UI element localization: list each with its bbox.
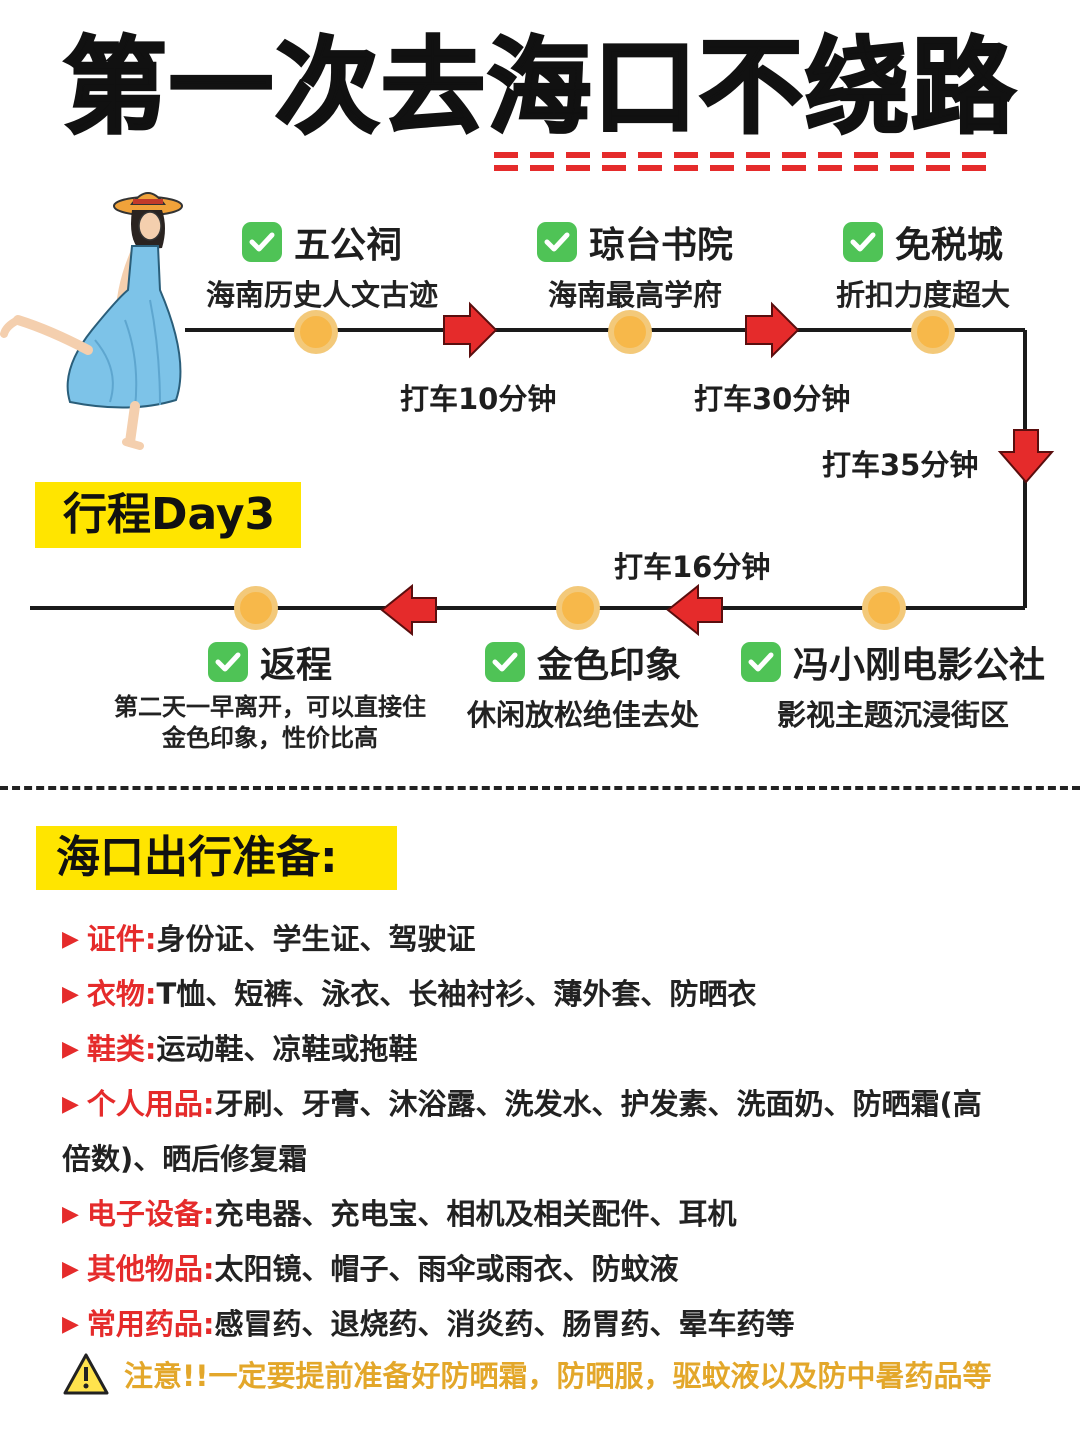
ride-time-label: 打车35分钟	[822, 448, 979, 482]
stop-desc: 休闲放松绝佳去处	[466, 698, 699, 732]
stop-name: 冯小刚电影公社	[792, 645, 1045, 686]
triangle-bullet-icon: ▶	[62, 1092, 79, 1117]
check-icon	[842, 222, 883, 262]
stop-duty-free-city: 免税城 折扣力度超大	[818, 216, 1028, 314]
day-badge: 行程Day3	[35, 482, 301, 548]
list-item: ▶ 鞋类:运动鞋、凉鞋或拖鞋	[62, 1022, 1062, 1077]
stop-name: 免税城	[894, 225, 1003, 266]
arrow-right-icon	[745, 301, 800, 359]
item-key: 鞋类:	[86, 1032, 157, 1066]
stop-return-trip: 返程 第二天一早离开，可以直接住 金色印象，性价比高	[100, 636, 440, 754]
stop-name: 金色印象	[536, 645, 681, 686]
stop-desc: 海南历史人文古迹	[205, 278, 438, 312]
list-item: ▶ 衣物:T恤、短裤、泳衣、长袖衬衫、薄外套、防晒衣	[62, 967, 1062, 1022]
stop-wugongci: 五公祠 海南历史人文古迹	[200, 216, 444, 314]
page-title: 第一次去海口不绕路	[61, 26, 1017, 148]
item-value: 牙刷、牙膏、沐浴露、洗发水、护发素、洗面奶、防晒霜(高	[214, 1087, 982, 1121]
triangle-bullet-icon: ▶	[62, 1037, 79, 1062]
ride-time-label: 打车10分钟	[400, 382, 557, 416]
list-item: ▶ 常用药品:感冒药、退烧药、消炎药、肠胃药、晕车药等	[62, 1297, 1062, 1352]
stop-golden-impression: 金色印象 休闲放松绝佳去处	[460, 636, 706, 734]
triangle-bullet-icon: ▶	[62, 1257, 79, 1282]
item-value-continued: 倍数)、晒后修复霜	[62, 1142, 308, 1176]
stop-name: 琼台书院	[588, 225, 733, 266]
item-value: 感冒药、退烧药、消炎药、肠胃药、晕车药等	[214, 1307, 795, 1341]
check-icon	[207, 642, 248, 682]
stop-desc-line: 金色印象，性价比高	[162, 724, 378, 753]
prep-section-title: 海口出行准备:	[36, 826, 397, 890]
stop-desc: 折扣力度超大	[835, 278, 1010, 312]
stop-feng-xiaogang-film-commune: 冯小刚电影公社 影视主题沉浸街区	[718, 636, 1068, 734]
route-map	[30, 301, 1055, 637]
warning-note: 注意!!一定要提前准备好防晒霜，防晒服，驱蚊液以及防中暑药品等	[62, 1352, 1062, 1396]
item-key: 其他物品:	[86, 1252, 215, 1286]
item-key: 电子设备:	[86, 1197, 215, 1231]
list-item: ▶ 电子设备:充电器、充电宝、相机及相关配件、耳机	[62, 1187, 1062, 1242]
item-key: 常用药品:	[86, 1307, 215, 1341]
item-value: 太阳镜、帽子、雨伞或雨衣、防蚊液	[214, 1252, 679, 1286]
arrow-down-icon	[997, 429, 1055, 484]
stop-qiongtai-academy: 琼台书院 海南最高学府	[530, 216, 740, 314]
stop-desc: 第二天一早离开，可以直接住 金色印象，性价比高	[100, 692, 440, 754]
arrow-left-icon	[380, 583, 437, 637]
item-value: 充电器、充电宝、相机及相关配件、耳机	[214, 1197, 737, 1231]
arrow-right-icon	[443, 301, 498, 359]
item-key: 个人用品:	[86, 1087, 215, 1121]
item-value: 身份证、学生证、驾驶证	[156, 922, 476, 956]
route-node	[234, 310, 955, 630]
ride-time-label: 打车16分钟	[614, 550, 771, 584]
list-item: ▶ 证件:身份证、学生证、驾驶证	[62, 912, 1062, 967]
ride-time-label: 打车30分钟	[694, 382, 851, 416]
stop-desc: 影视主题沉浸街区	[776, 698, 1009, 732]
warning-icon	[63, 1353, 109, 1395]
prep-list: ▶ 证件:身份证、学生证、驾驶证 ▶ 衣物:T恤、短裤、泳衣、长袖衬衫、薄外套、防晒…	[62, 912, 1062, 1352]
item-key: 证件:	[86, 922, 157, 956]
item-value: 运动鞋、凉鞋或拖鞋	[156, 1032, 418, 1066]
triangle-bullet-icon: ▶	[62, 1312, 79, 1337]
check-icon	[241, 222, 282, 262]
stop-desc: 海南最高学府	[547, 278, 722, 312]
arrow-left-icon	[666, 583, 723, 637]
check-icon	[536, 222, 577, 262]
section-divider	[0, 786, 1080, 790]
warning-text: 注意!!一定要提前准备好防晒霜，防晒服，驱蚊液以及防中暑药品等	[124, 1359, 992, 1393]
check-icon	[484, 642, 525, 682]
girl-with-hat-illustration	[0, 192, 183, 450]
triangle-bullet-icon: ▶	[62, 982, 79, 1007]
title-underline-decoration	[494, 152, 986, 171]
stop-name: 五公祠	[293, 225, 402, 266]
stop-name: 返程	[259, 645, 332, 686]
check-icon	[740, 642, 781, 682]
triangle-bullet-icon: ▶	[62, 1202, 79, 1227]
triangle-bullet-icon: ▶	[62, 927, 79, 952]
stop-desc-line: 第二天一早离开，可以直接住	[114, 693, 426, 721]
item-value: T恤、短裤、泳衣、长袖衬衫、薄外套、防晒衣	[156, 977, 757, 1011]
list-item: ▶ 其他物品:太阳镜、帽子、雨伞或雨衣、防蚊液	[62, 1242, 1062, 1297]
list-item: ▶ 个人用品:牙刷、牙膏、沐浴露、洗发水、护发素、洗面奶、防晒霜(高倍数)、晒后修…	[62, 1077, 1062, 1187]
item-key: 衣物:	[86, 977, 157, 1011]
